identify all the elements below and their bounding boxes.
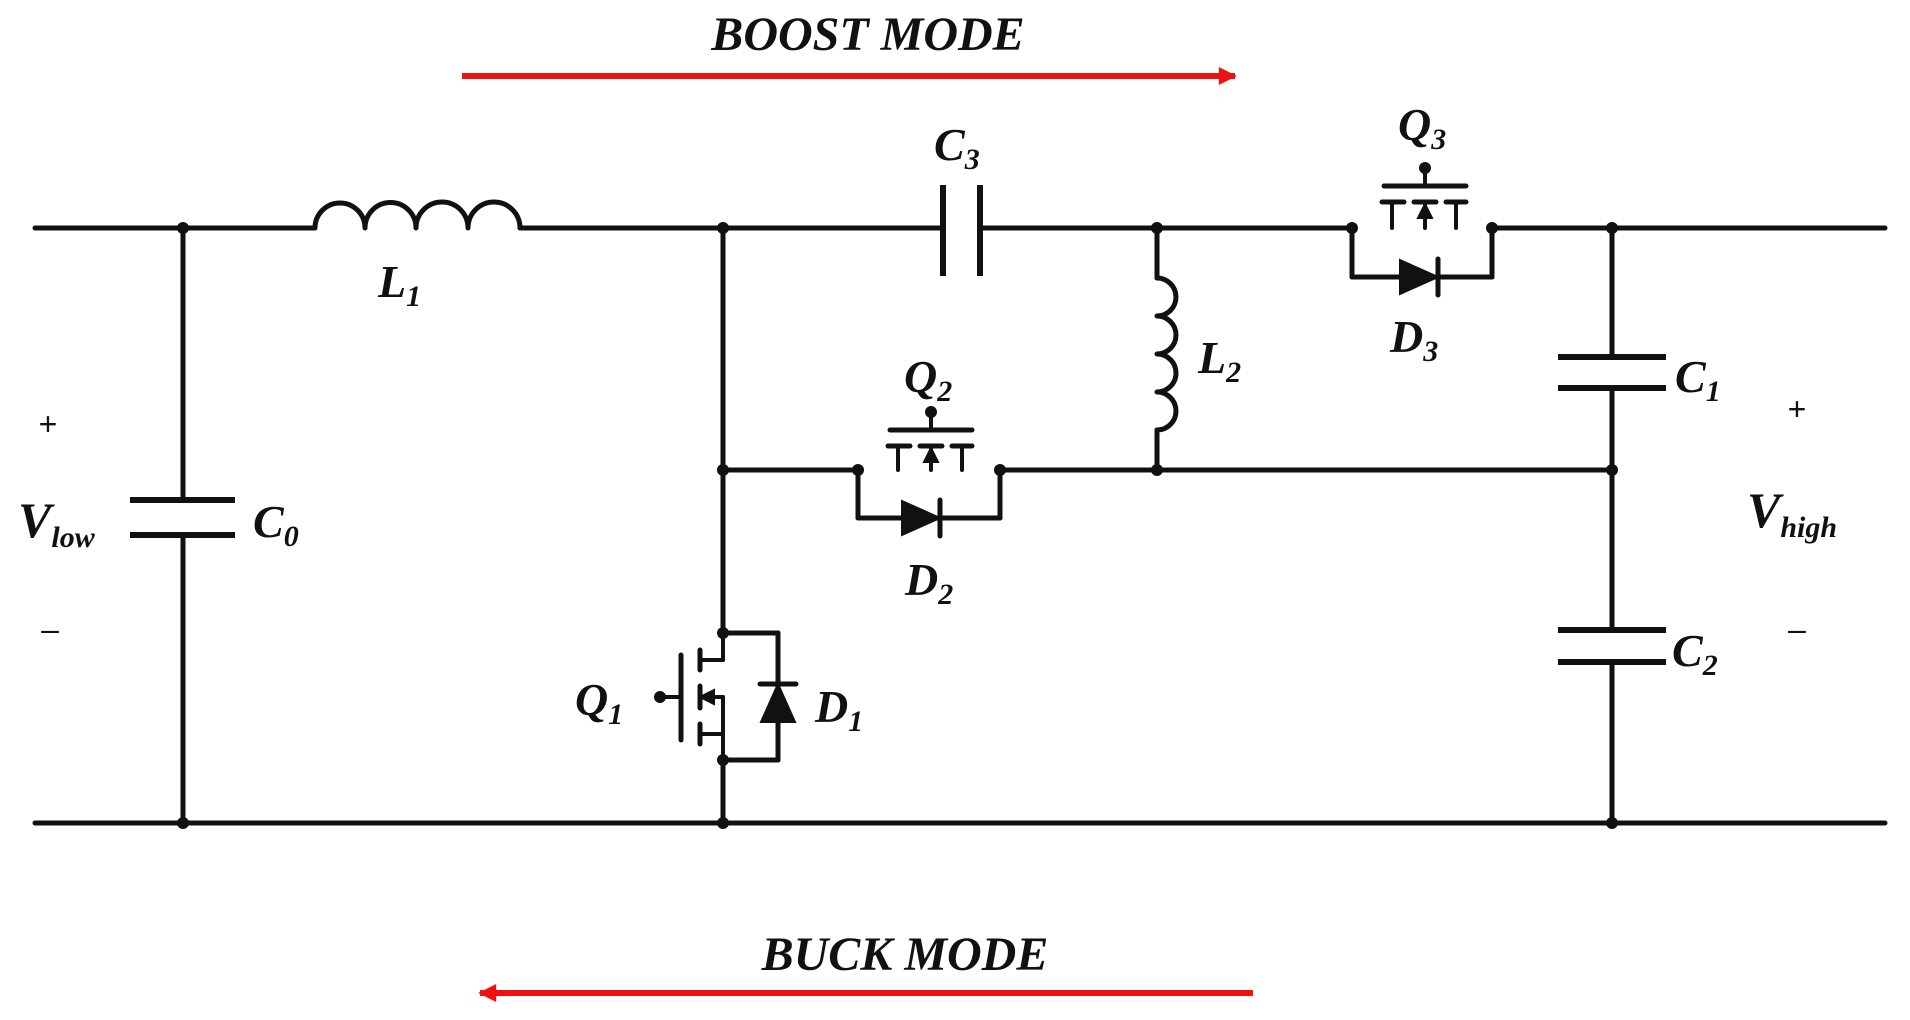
- label-q3: Q3: [1398, 99, 1446, 156]
- label-vlow: Vlow: [18, 492, 96, 554]
- vlow-minus-sign: –: [41, 611, 59, 647]
- mosfet-q1: [654, 630, 781, 763]
- label-c2: C2: [1672, 625, 1718, 682]
- capacitor-c1: [1558, 354, 1666, 391]
- inductor-l2: [1154, 275, 1179, 433]
- label-l2: L2: [1197, 332, 1241, 389]
- capacitor-c3: [940, 185, 983, 276]
- wiring: [32, 225, 1888, 826]
- capacitor-c0: [130, 497, 235, 538]
- buck-mode-label: BUCK MODE: [761, 928, 1049, 981]
- vhigh-minus-sign: –: [1788, 611, 1806, 647]
- vhigh-plus-sign: +: [1788, 391, 1807, 427]
- junction-nodes: [177, 222, 1618, 829]
- mosfet-q2: [855, 406, 1003, 521]
- label-vhigh: Vhigh: [1747, 482, 1837, 544]
- label-d2: D2: [904, 554, 953, 611]
- diode-d3: [1399, 256, 1441, 298]
- mosfet-q3: [1349, 162, 1495, 280]
- capacitor-c2: [1558, 627, 1666, 665]
- label-c0: C0: [253, 496, 299, 553]
- label-d1: D1: [814, 681, 863, 738]
- diode-d1: [757, 681, 799, 723]
- vlow-plus-sign: +: [39, 406, 58, 442]
- label-l1: L1: [377, 256, 421, 313]
- label-c1: C1: [1675, 351, 1721, 408]
- diode-d2: [901, 497, 943, 539]
- label-q2: Q2: [904, 351, 952, 408]
- label-q1: Q1: [575, 674, 623, 731]
- label-d3: D3: [1389, 311, 1438, 368]
- label-c3: C3: [934, 119, 980, 176]
- inductor-l1: [312, 199, 523, 231]
- boost-mode-label: BOOST MODE: [710, 8, 1024, 61]
